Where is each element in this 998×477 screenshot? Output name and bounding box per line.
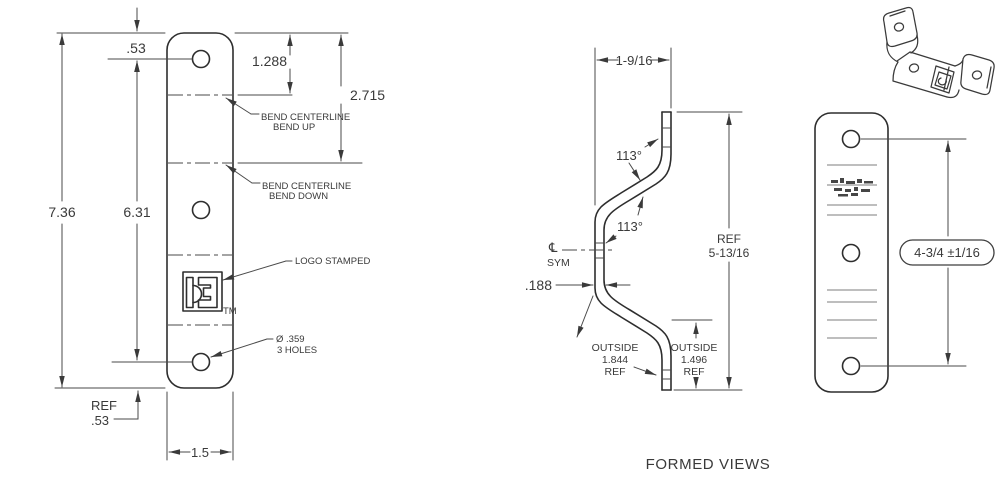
- flat-annotations: BEND CENTERLINE BEND UP BEND CENTERLINE …: [210, 97, 370, 358]
- side-profile: [562, 111, 672, 391]
- outside-upper-1: OUTSIDE: [592, 342, 639, 354]
- outside-lower-3: REF: [684, 366, 705, 378]
- bend-up-note-1: BEND CENTERLINE: [261, 112, 350, 123]
- dim-hole-spacing: 6.31: [123, 204, 150, 220]
- side-dimensions: 1-9/16 113° 113° ℄ SYM .188 OUTSIDE 1.84…: [525, 47, 750, 391]
- ref-value: .53: [91, 413, 109, 428]
- angle-lower: 113°: [617, 219, 643, 234]
- logo-tm-label: TM: [223, 306, 237, 317]
- dim-bend-up: 1.288: [252, 53, 287, 69]
- dim-thickness: .188: [525, 277, 552, 293]
- angle-upper: 113°: [616, 148, 642, 163]
- formed-front-view: 4-3/4 ±1/16: [814, 112, 995, 393]
- hole-top: [191, 49, 211, 69]
- outside-upper-3: REF: [605, 366, 626, 378]
- dim-top-hole: .53: [126, 40, 146, 56]
- outside-lower-1: OUTSIDE: [671, 342, 718, 354]
- formed-side-view: 1-9/16 113° 113° ℄ SYM .188 OUTSIDE 1.84…: [525, 47, 750, 391]
- dim-balloon: [899, 239, 995, 266]
- front-hole-top: [841, 129, 861, 149]
- isometric-view: [882, 6, 995, 99]
- hole-bottom: [191, 352, 211, 372]
- ref-label: REF: [91, 398, 117, 413]
- front-bend-lines: [827, 164, 877, 339]
- flat-part-outline: TM: [166, 32, 237, 389]
- front-hole-middle: [841, 243, 861, 263]
- hole-note-1: Ø .359: [276, 334, 305, 345]
- hole-middle: [191, 200, 211, 220]
- front-dimension: 4-3/4 ±1/16: [860, 138, 995, 367]
- front-hole-bottom: [841, 356, 861, 376]
- bend-down-note-1: BEND CENTERLINE: [262, 181, 351, 192]
- dim-hole-span: 4-3/4 ±1/16: [914, 245, 980, 260]
- bend-down-note-2: BEND DOWN: [269, 191, 328, 202]
- outside-lower-2: 1.496: [681, 354, 707, 366]
- logo-note: LOGO STAMPED: [295, 256, 370, 267]
- dim-width: 1.5: [191, 445, 209, 460]
- hole-note-2: 3 HOLES: [277, 345, 317, 356]
- height-ref-value: 5-13/16: [709, 246, 750, 260]
- flat-extension-lines: [54, 32, 363, 461]
- outside-upper-2: 1.844: [602, 354, 628, 366]
- dim-overall-height: 7.36: [48, 204, 75, 220]
- dim-offset-width: 1-9/16: [616, 53, 653, 68]
- height-ref-label: REF: [717, 232, 741, 246]
- flat-pattern-view: TM .53 7.36 6.31: [48, 7, 385, 461]
- flat-dimensions: .53 7.36 6.31 1.288 2.715 REF .53: [48, 7, 385, 460]
- view-caption: FORMED VIEWS: [646, 456, 771, 473]
- centerline-label: SYM: [547, 257, 570, 269]
- stamped-logo: TM: [182, 271, 237, 317]
- centerline-symbol: ℄: [548, 241, 558, 256]
- dim-bend-down: 2.715: [350, 87, 385, 103]
- stamped-marking: [831, 178, 873, 197]
- bend-up-note-2: BEND UP: [273, 122, 315, 133]
